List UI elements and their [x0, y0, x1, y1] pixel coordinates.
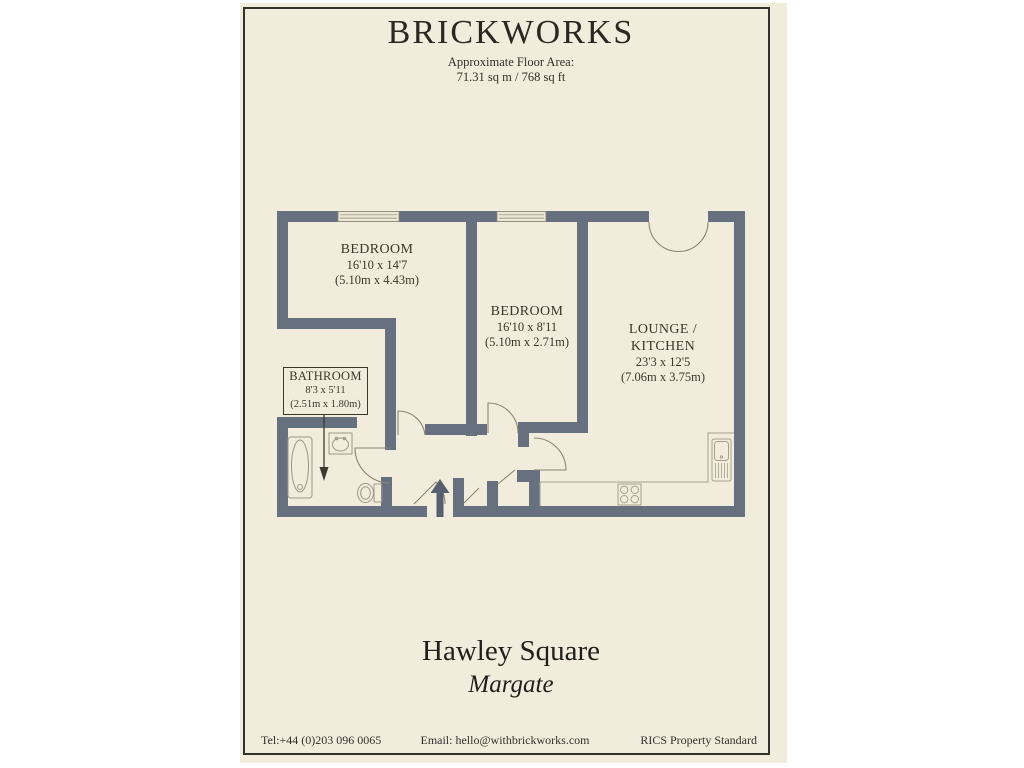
bedroom1-door-icon — [397, 410, 426, 436]
room-dims-metric: (5.10m x 2.71m) — [484, 335, 570, 349]
window-icon — [337, 211, 547, 222]
bathtub-icon — [287, 436, 313, 499]
bathroom-label-box: BATHROOM 8'3 x 5'11 (2.51m x 1.80m) — [283, 367, 368, 415]
room-dims-metric: (2.51m x 1.80m) — [290, 398, 361, 410]
room-name: BATHROOM — [289, 369, 362, 383]
bathroom-door-icon — [354, 447, 391, 484]
room-dims-metric: (5.10m x 4.43m) — [334, 273, 420, 287]
floor-plan-svg — [277, 211, 745, 517]
floor-area-label: Approximate Floor Area: — [447, 55, 575, 69]
lounge-kitchen-label: LOUNGE / KITCHEN 23'3 x 12'5 (7.06m x 3.… — [621, 321, 705, 385]
footer-email: Email: hello@withbrickworks.com — [420, 733, 590, 747]
footer-rics-standard: RICS Property Standard — [640, 733, 757, 747]
bedroom2-label: BEDROOM 16'10 x 8'11 (5.10m x 2.71m) — [485, 303, 569, 350]
toilet-icon — [357, 483, 383, 503]
room-dims-imperial: 8'3 x 5'11 — [305, 385, 346, 396]
french-door-right-icon — [678, 221, 709, 253]
floor-area-block: Approximate Floor Area: 71.31 sq m / 768… — [448, 55, 574, 85]
footer-telephone: Tel:+44 (0)203 096 0065 — [261, 733, 382, 747]
kitchen-fixtures — [539, 432, 734, 506]
french-door-left-icon — [648, 221, 679, 253]
closet-door-2-icon — [497, 469, 516, 485]
room-dims-imperial: 23'3 x 12'5 — [635, 355, 691, 369]
entrance-arrow-icon — [430, 479, 450, 517]
room-dims-imperial: 16'10 x 14'7 — [346, 258, 408, 272]
bathroom-pointer-arrow-icon — [319, 415, 329, 481]
hob-icon — [617, 483, 642, 506]
room-dims-metric: (7.06m x 3.75m) — [620, 370, 706, 384]
property-location: Margate — [468, 671, 554, 698]
property-name: Hawley Square — [422, 635, 600, 667]
bedroom2-door-icon — [487, 402, 519, 434]
room-name-line1: LOUNGE / — [628, 322, 698, 337]
page-border — [243, 7, 770, 755]
basin-icon — [328, 432, 353, 455]
brand-title: BRICKWORKS — [387, 14, 635, 51]
lounge-door-icon — [533, 437, 567, 471]
room-name: BEDROOM — [490, 304, 564, 319]
room-name: BEDROOM — [340, 242, 414, 257]
bathroom-fixtures — [287, 432, 383, 503]
bedroom1-label: BEDROOM 16'10 x 14'7 (5.10m x 4.43m) — [335, 241, 419, 288]
counter-outline — [539, 432, 734, 506]
room-name-line2: KITCHEN — [630, 339, 696, 354]
kitchen-sink-icon — [711, 438, 732, 482]
closet-door-1-icon — [463, 487, 480, 504]
door-arcs — [354, 221, 709, 505]
room-dims-imperial: 16'10 x 8'11 — [496, 320, 558, 334]
floor-area-value: 71.31 sq m / 768 sq ft — [456, 70, 566, 84]
walls — [277, 211, 745, 517]
